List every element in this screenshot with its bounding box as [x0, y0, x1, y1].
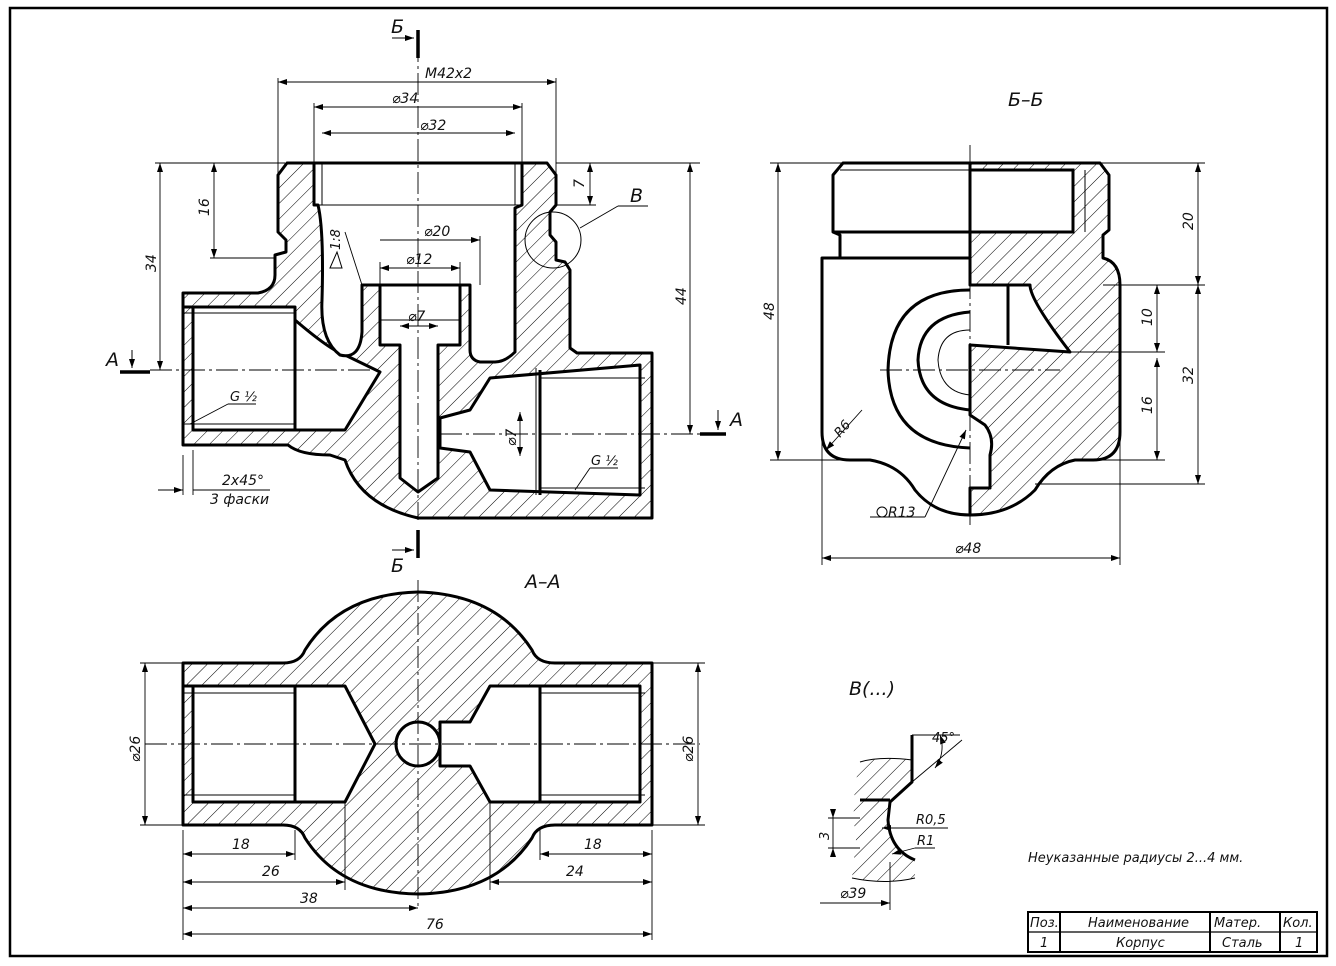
- cut-label-b-bottom: Б: [391, 555, 404, 577]
- front-view: А А Б Б M42x2 ⌀34 ⌀32 ⌀20: [104, 16, 743, 577]
- section-bb-title: Б–Б: [1008, 89, 1044, 111]
- label-g-right: G ½: [591, 454, 618, 469]
- cut-marker-b-bottom: Б: [391, 530, 420, 577]
- detail-v-hatched: [852, 758, 915, 882]
- aa-dim-d26-left: ⌀26: [128, 736, 144, 762]
- aa-dim-18-right: 18: [584, 837, 602, 853]
- bb-dim-h48: 48: [762, 302, 778, 320]
- dim-taper: 1:8: [329, 229, 344, 250]
- dim-thread: M42x2: [425, 66, 472, 82]
- cut-label-a-left: А: [104, 349, 119, 371]
- detail-v-d39: ⌀39: [840, 886, 866, 902]
- dim-d20: ⌀20: [424, 224, 450, 240]
- section-bb: Б–Б 48 20 32 10 16: [762, 89, 1205, 565]
- top-cavity: [312, 161, 524, 364]
- detail-v-r05: R0,5: [916, 813, 946, 828]
- bb-dim-h16: 16: [1140, 396, 1156, 414]
- label-g-left: G ½: [230, 390, 257, 405]
- dim-h34: 34: [144, 254, 160, 272]
- dim-chamfer: 2x45°: [222, 473, 264, 489]
- aa-dim-76: 76: [426, 917, 444, 933]
- dim-h16: 16: [197, 198, 213, 216]
- dim-d32: ⌀32: [420, 118, 446, 134]
- aa-dim-d26-right: ⌀26: [681, 736, 697, 762]
- cut-label-b-top: Б: [391, 16, 404, 38]
- tb-cell-material: Сталь: [1222, 936, 1263, 951]
- dim-d12: ⌀12: [406, 252, 432, 268]
- valve-seat-bore: [378, 283, 462, 494]
- detail-circle-v: [524, 211, 582, 269]
- section-aa-title: А–А: [523, 571, 561, 593]
- aa-dim-26: 26: [262, 864, 280, 880]
- bb-hatched-half: [968, 161, 1122, 517]
- tb-cell-pos: 1: [1040, 936, 1048, 951]
- tb-header-material: Матер.: [1214, 916, 1261, 931]
- detail-v-angle: 45°: [932, 731, 955, 746]
- tb-header-qty: Кол.: [1283, 916, 1313, 931]
- tb-header-pos: Поз.: [1030, 916, 1059, 931]
- tb-cell-qty: 1: [1295, 936, 1303, 951]
- detail-ref-v: В: [630, 185, 643, 207]
- cut-marker-a-right: А: [700, 409, 743, 436]
- detail-v-h3: 3: [818, 832, 833, 840]
- bb-dim-h10: 10: [1140, 308, 1156, 326]
- tb-header-name: Наименование: [1088, 916, 1189, 931]
- detail-v-title: В(...): [849, 678, 895, 700]
- dim-h7: 7: [572, 179, 588, 188]
- cut-marker-b-top: Б: [391, 16, 420, 58]
- dim-d7-side: ⌀7: [504, 429, 520, 446]
- cut-marker-a-left: А: [104, 349, 150, 374]
- detail-v-r1: R1: [917, 834, 934, 849]
- general-note: Неуказанные радиусы 2...4 мм.: [1028, 851, 1243, 866]
- dim-d7-top: ⌀7: [408, 309, 425, 325]
- bb-dim-r6: R6: [832, 418, 855, 441]
- aa-dim-24: 24: [566, 864, 584, 880]
- sheet-frame: [8, 6, 1329, 958]
- dim-h44: 44: [674, 287, 690, 305]
- bb-dim-r13: R13: [888, 505, 916, 521]
- aa-dim-18-left: 18: [232, 837, 250, 853]
- bb-dim-d48: ⌀48: [955, 541, 981, 557]
- bb-dim-h32: 32: [1181, 366, 1197, 384]
- bb-dim-h20: 20: [1181, 212, 1197, 230]
- tb-cell-name: Корпус: [1116, 936, 1165, 951]
- dim-d34: ⌀34: [392, 91, 418, 107]
- aa-dim-38: 38: [300, 891, 318, 907]
- title-block: Поз. Наименование Матер. Кол. 1 Корпус С…: [1027, 911, 1318, 953]
- cut-label-a-right: А: [728, 409, 743, 431]
- section-aa: А–А ⌀26 ⌀26 18 26 38 76: [128, 571, 705, 940]
- dim-chamfer-note: 3 фаски: [210, 492, 269, 508]
- detail-v: В(...) 45° R0,5 R1 3 ⌀39: [818, 678, 963, 910]
